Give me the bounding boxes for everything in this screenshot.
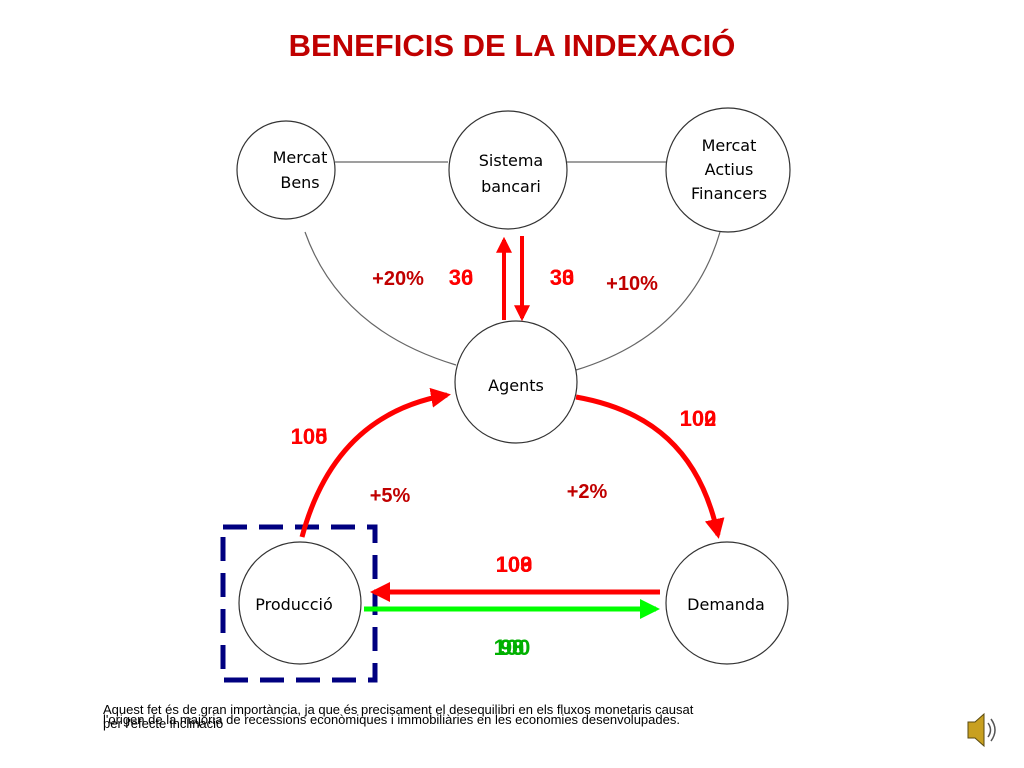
footnote: Aquest fet és de gran importància, ja qu… — [103, 703, 883, 731]
node-mercat-actius: Mercat Actius Financers — [665, 107, 791, 233]
node-mercat-bens: Mercat Bens — [236, 120, 336, 220]
node-label: Mercat — [273, 148, 328, 167]
flow-demanda-to-produccio: 109 — [496, 552, 533, 577]
flow-agents-to-demanda: 102 — [680, 406, 717, 431]
footnote-line: per l'efecte inclinació — [103, 716, 224, 731]
flow-demanda-to-produccio: 100 — [496, 552, 533, 577]
flow-demanda-to-produccio: 103 — [496, 552, 533, 577]
flow-produccio-to-agents: 100 — [291, 424, 328, 449]
node-label: Producció — [255, 595, 333, 614]
footnote-overlay: l'origen de la majoria de recessions eco… — [103, 712, 680, 727]
node-label: Agents — [488, 376, 544, 395]
node-label: Sistema — [479, 151, 543, 170]
flow-produccio-to-agents: 105 — [291, 424, 328, 449]
connector-bens-agents — [304, 231, 457, 366]
flow-agents-to-demanda: 100 — [680, 406, 717, 431]
node-label: Actius — [705, 160, 754, 179]
flow-produccio-to-demanda: 90 — [500, 635, 524, 660]
flow-produccio-to-demanda: 93 — [500, 635, 524, 660]
pct-agents-demanda: +2% — [567, 481, 608, 503]
node-label: bancari — [481, 177, 541, 196]
pct-produccio-agents: +5% — [370, 485, 411, 507]
arrow-agents-to-demanda — [575, 394, 725, 539]
footnote-line: Aquest fet és de gran importància, ja qu… — [103, 702, 694, 717]
flow-down-from-bank: 30 — [550, 265, 574, 290]
flow-produccio-to-demanda: 100 — [494, 635, 531, 660]
node-produccio: Producció — [238, 541, 362, 665]
pct-mercat-bens: +20% — [372, 268, 424, 290]
pct-mercat-actius: +10% — [606, 273, 658, 295]
highlight-box — [220, 524, 378, 683]
flow-up-to-bank: 36 — [449, 265, 473, 290]
node-label: Mercat — [702, 136, 757, 155]
speaker-icon[interactable] — [967, 712, 996, 748]
connector-actius-agents — [575, 231, 721, 371]
node-label: Demanda — [687, 595, 765, 614]
flow-up-to-bank: 30 — [449, 265, 473, 290]
arrow-produccio-to-agents — [299, 387, 451, 538]
node-demanda: Demanda — [665, 541, 789, 665]
node-sistema-bancari: Sistema bancari — [448, 110, 568, 230]
node-label: Financers — [691, 184, 767, 203]
page-title: BENEFICIS DE LA INDEXACIÓ — [288, 28, 736, 63]
flow-down-from-bank: 33 — [550, 265, 574, 290]
node-agents: Agents — [454, 320, 578, 444]
node-label: Bens — [280, 173, 319, 192]
